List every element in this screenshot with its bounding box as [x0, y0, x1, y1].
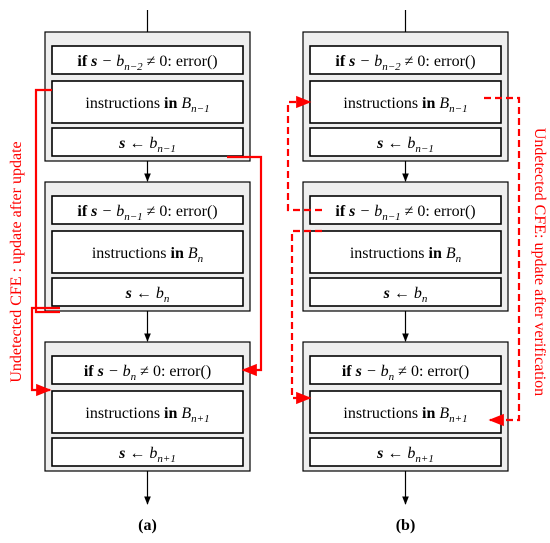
- instruction-statement: instructions in Bn+1: [85, 405, 209, 425]
- check-cell: [51, 45, 244, 75]
- update-statement: s ← bn: [383, 285, 428, 305]
- basic-block: [44, 341, 251, 472]
- side-label-b: Undetected CFE: update after verificatio…: [531, 128, 548, 396]
- update-statement: s ← bn−1: [118, 135, 176, 155]
- check-statement: if s − bn−1 ≠ 0: error(): [335, 203, 475, 223]
- instruction-cell: [309, 230, 502, 274]
- basic-block: [44, 31, 251, 162]
- check-cell: [309, 45, 502, 75]
- update-statement: s ← bn+1: [118, 445, 176, 465]
- instruction-cell: [51, 390, 244, 434]
- instruction-cell: [309, 390, 502, 434]
- panel-caption: (a): [138, 517, 157, 534]
- control-flow-layer: [144, 10, 409, 505]
- update-cell: [51, 127, 244, 157]
- basic-block: [44, 181, 251, 312]
- cfe-dashed-skip: [484, 96, 521, 427]
- instruction-statement: instructions in Bn: [350, 245, 462, 265]
- cfe-edges-layer: [30, 88, 521, 427]
- check-statement: if s − bn ≠ 0: error(): [84, 363, 211, 383]
- check-statement: if s − bn ≠ 0: error(): [342, 363, 469, 383]
- instruction-statement: instructions in Bn+1: [343, 405, 467, 425]
- check-statement: if s − bn−1 ≠ 0: error(): [77, 203, 217, 223]
- instruction-cell: [51, 230, 244, 274]
- update-cell: [309, 127, 502, 157]
- labels-layer: if s − bn−2 ≠ 0: error() instructions in …: [8, 53, 548, 534]
- check-cell: [51, 195, 244, 225]
- cfe-edge-to-bn-1: [34, 88, 60, 314]
- blocks-layer: [44, 31, 509, 472]
- side-label-a: Undetected CFE : update after update: [8, 141, 25, 382]
- instruction-statement: instructions in Bn−1: [343, 95, 467, 115]
- panel-caption: (b): [396, 517, 416, 534]
- update-cell: [309, 277, 502, 307]
- basic-block: [302, 31, 509, 162]
- basic-block: [302, 341, 509, 472]
- instruction-statement: instructions in Bn−1: [85, 95, 209, 115]
- basic-block: [302, 181, 509, 312]
- instruction-cell: [51, 80, 244, 124]
- check-statement: if s − bn−2 ≠ 0: error(): [77, 53, 217, 73]
- update-cell: [309, 437, 502, 467]
- instruction-statement: instructions in Bn: [92, 245, 204, 265]
- cfe-edge-to-check: [227, 155, 263, 377]
- cfe-dashed-to-bn1: [290, 229, 322, 405]
- cfe-dashed-to-bn-1: [286, 95, 322, 212]
- check-cell: [309, 195, 502, 225]
- check-cell: [309, 355, 502, 385]
- update-cell: [51, 277, 244, 307]
- cfe-edge-into-bn1: [30, 306, 60, 397]
- update-statement: s ← bn: [125, 285, 170, 305]
- update-statement: s ← bn−1: [376, 135, 434, 155]
- update-statement: s ← bn+1: [376, 445, 434, 465]
- update-cell: [51, 437, 244, 467]
- instruction-cell: [309, 80, 502, 124]
- check-statement: if s − bn−2 ≠ 0: error(): [335, 53, 475, 73]
